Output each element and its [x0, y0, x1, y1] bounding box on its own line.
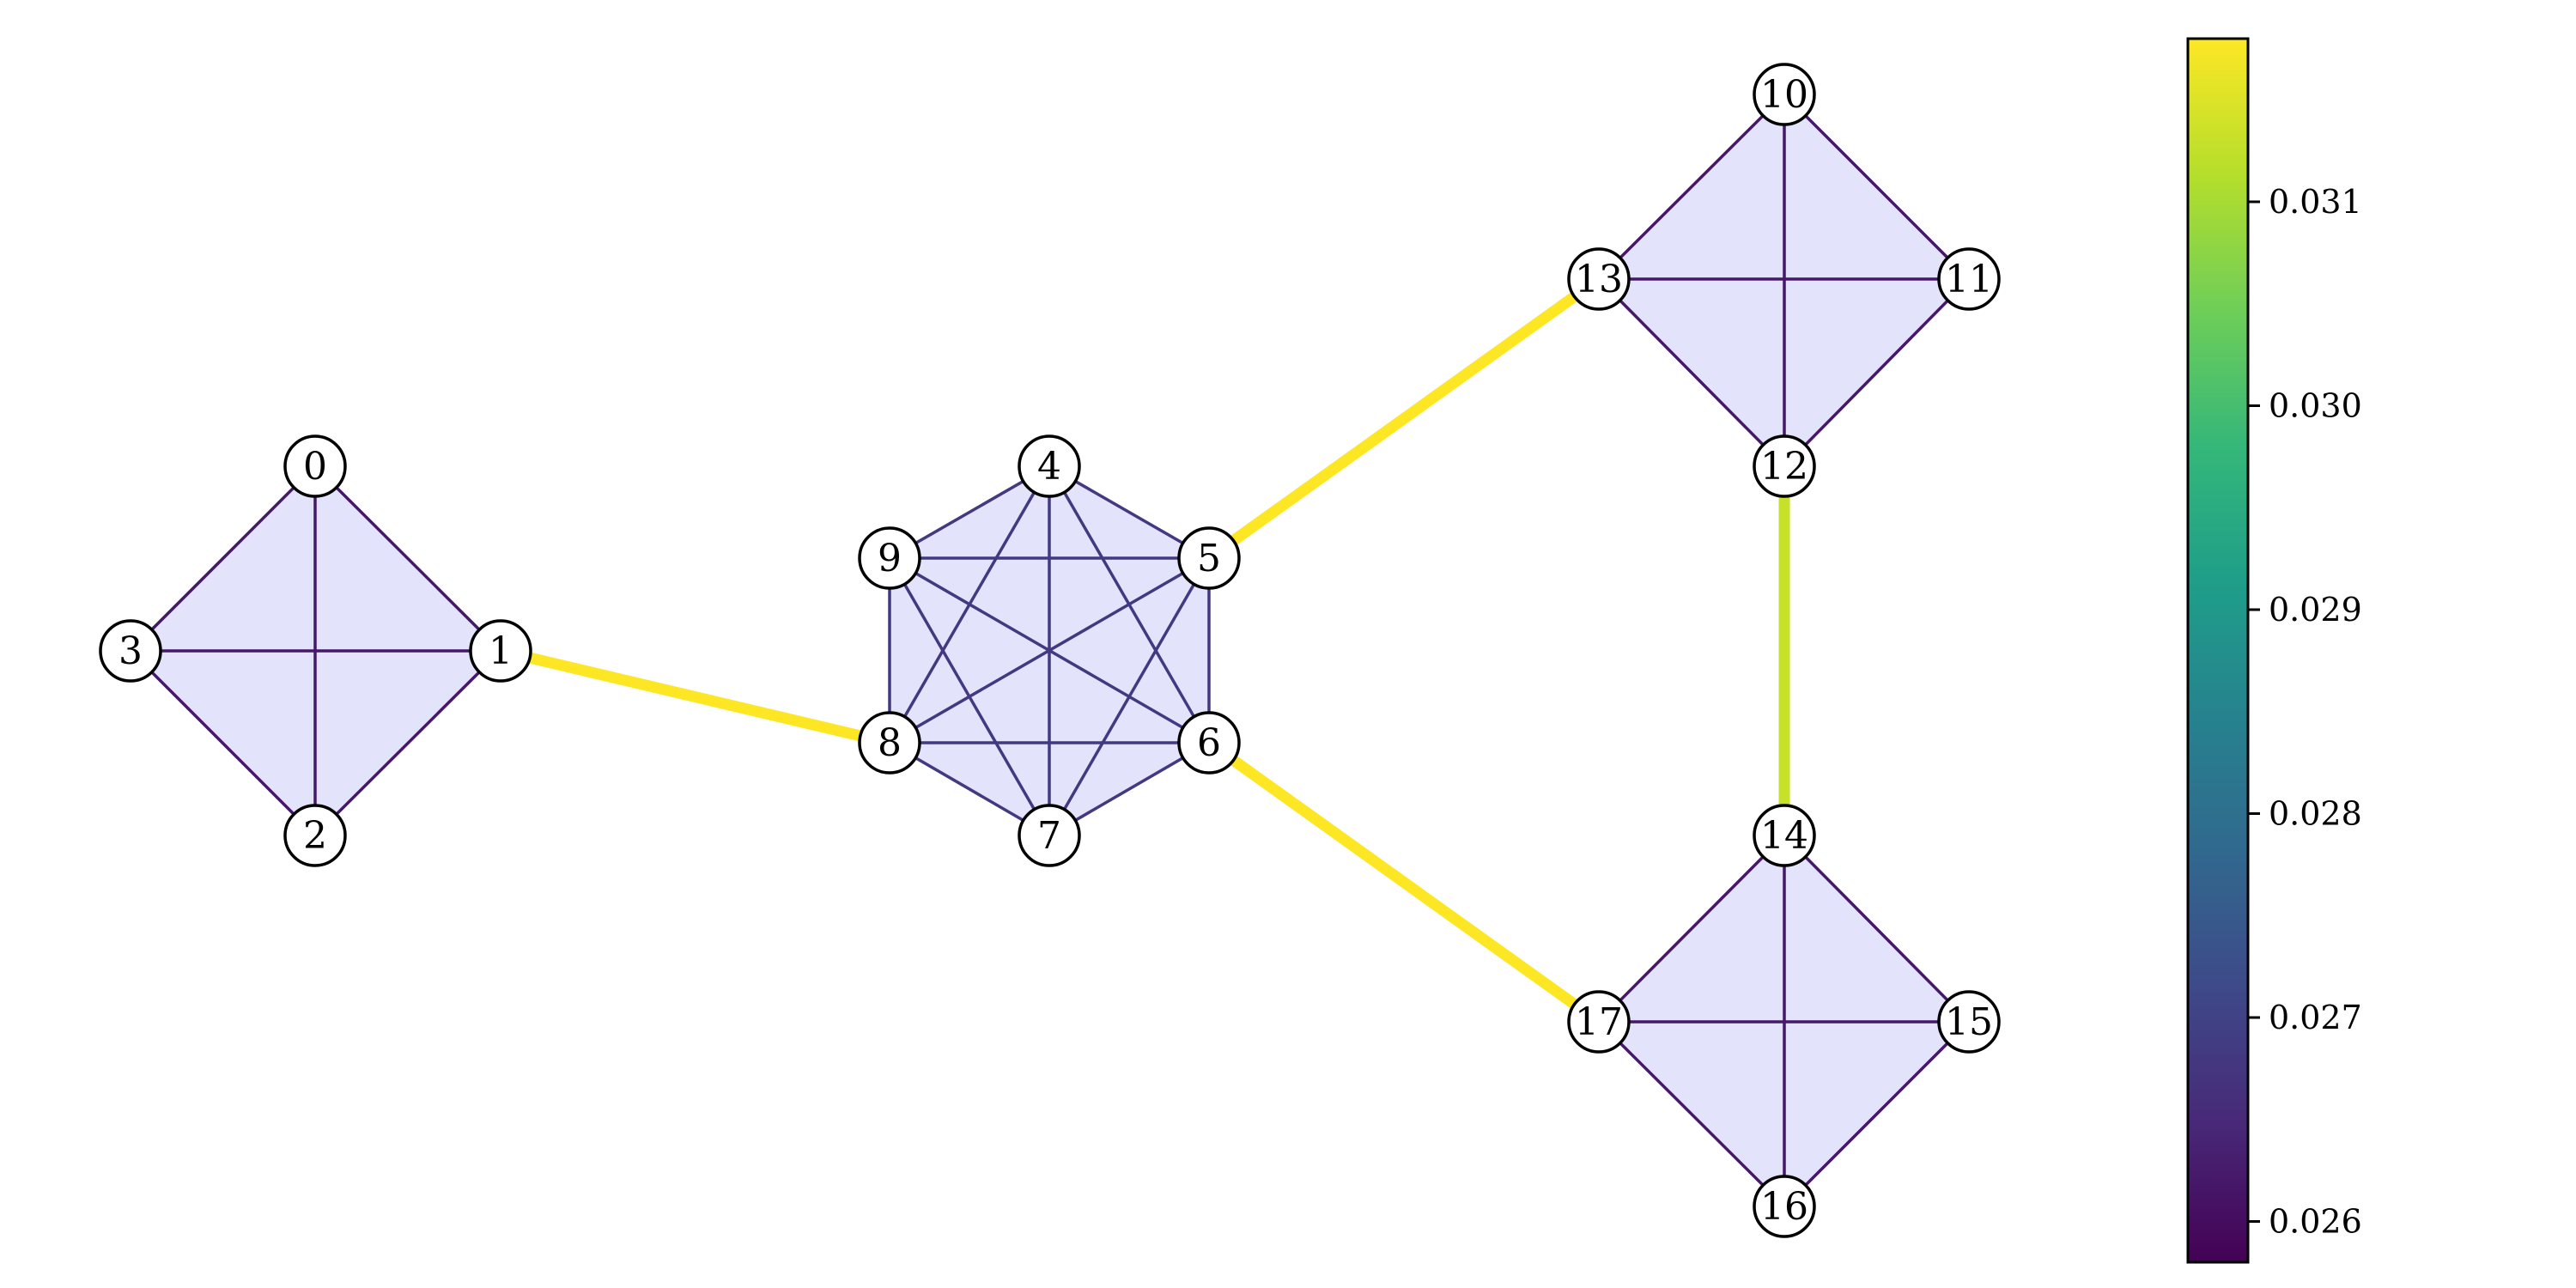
colorbar-ticks: 0.026 0.027 0.028 0.029 0.030 0.031 — [2248, 183, 2362, 1241]
edge-10-13 — [1597, 93, 1786, 281]
node-17 — [1567, 990, 1631, 1054]
node-14 — [1753, 804, 1816, 867]
node-label-14: 14 — [1760, 814, 1808, 858]
node-15 — [1937, 990, 2001, 1054]
colorbar: 0.026 0.027 0.028 0.029 0.030 0.031 — [2186, 37, 2362, 1264]
node-label-12: 12 — [1760, 445, 1808, 489]
node-0 — [283, 434, 347, 498]
node-label-9: 9 — [878, 537, 902, 580]
colorbar-tick-label-2: 0.028 — [2269, 795, 2362, 833]
edge-12-13 — [1597, 277, 1786, 468]
edge-14-17 — [1597, 834, 1786, 1024]
node-4 — [1018, 434, 1081, 498]
node-5 — [1177, 526, 1241, 590]
node-11 — [1937, 247, 2001, 311]
edge-0-3 — [129, 465, 317, 653]
node-label-2: 2 — [303, 814, 327, 858]
node-12 — [1753, 434, 1816, 498]
node-3 — [99, 619, 162, 683]
node-label-6: 6 — [1197, 721, 1221, 765]
edge-15-16 — [1783, 1020, 1971, 1208]
node-label-10: 10 — [1760, 73, 1808, 117]
edge-7-9 — [888, 557, 1051, 836]
edge-2-3 — [129, 649, 317, 837]
node-label-7: 7 — [1037, 814, 1061, 858]
node-label-3: 3 — [118, 629, 143, 673]
bridge-edge-5-13 — [1206, 274, 1602, 563]
node-9 — [858, 526, 921, 590]
node-6 — [1177, 711, 1241, 775]
node-label-4: 4 — [1037, 445, 1061, 489]
node-2 — [283, 804, 347, 867]
node-13 — [1567, 247, 1631, 311]
node-label-8: 8 — [878, 721, 902, 765]
colorbar-tick-label-1: 0.027 — [2269, 999, 2362, 1036]
edge-1-2 — [313, 649, 502, 837]
node-label-11: 11 — [1945, 258, 1993, 301]
bridge-edge-1-8 — [499, 645, 891, 749]
node-1 — [469, 619, 532, 683]
edge-16-17 — [1597, 1020, 1786, 1208]
colorbar-tick-label-0: 0.026 — [2269, 1203, 2362, 1241]
bridge-edge-6-17 — [1206, 738, 1602, 1027]
node-label-17: 17 — [1575, 1000, 1623, 1044]
node-label-15: 15 — [1945, 1000, 1993, 1044]
node-label-16: 16 — [1760, 1185, 1808, 1229]
node-label-5: 5 — [1197, 537, 1221, 580]
colorbar-tick-label-3: 0.029 — [2269, 591, 2362, 629]
node-8 — [858, 711, 921, 775]
edge-0-1 — [313, 465, 502, 653]
edge-10-11 — [1783, 93, 1971, 281]
colorbar-tick-label-4: 0.030 — [2269, 387, 2362, 425]
colorbar-gradient — [2186, 37, 2250, 1264]
node-label-13: 13 — [1575, 258, 1623, 301]
edge-11-12 — [1783, 277, 1971, 468]
node-label-0: 0 — [303, 445, 327, 489]
node-label-1: 1 — [489, 629, 513, 673]
node-16 — [1753, 1175, 1816, 1238]
edge-6-9 — [889, 556, 1210, 744]
edge-14-15 — [1783, 834, 1971, 1024]
node-7 — [1018, 804, 1081, 867]
colorbar-tick-label-5: 0.031 — [2269, 183, 2362, 221]
node-10 — [1753, 63, 1816, 126]
